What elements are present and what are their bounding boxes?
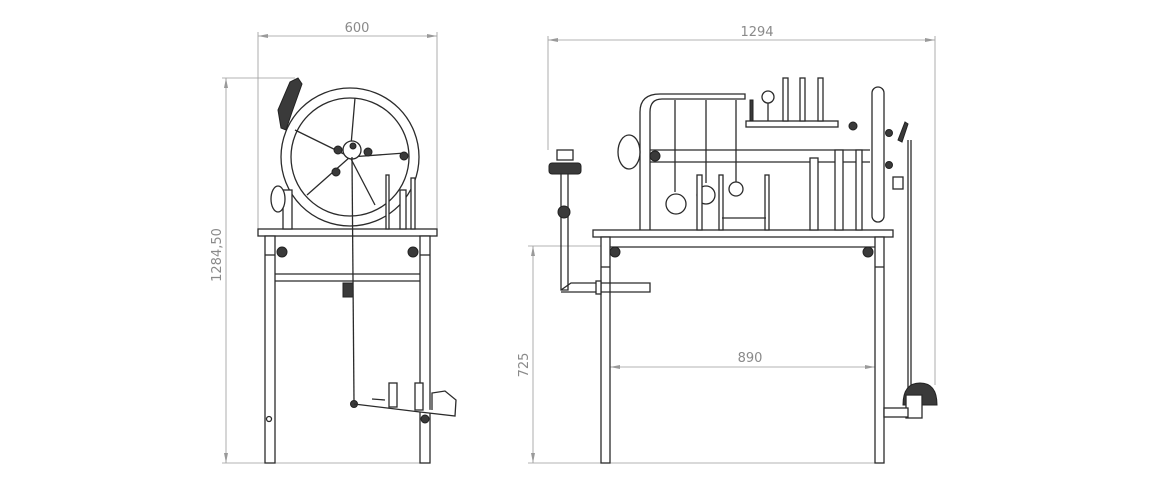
table-height-dimension: 725: [517, 245, 875, 464]
table-leg: [874, 236, 885, 464]
arm-crank: [548, 149, 651, 295]
table-leg: [264, 235, 276, 464]
leg-span-dimension: 890: [610, 351, 875, 369]
handle-manifold: [745, 77, 858, 131]
front-height-label: 1284,50: [210, 228, 225, 282]
table-leg: [600, 236, 611, 464]
table-height-label: 725: [517, 353, 532, 378]
foot-motor: [883, 382, 938, 419]
side-length-label: 1294: [740, 25, 773, 40]
lever-handle: [897, 121, 909, 143]
pendulums: [665, 100, 744, 215]
pedal-rod: [351, 156, 355, 403]
front-width-label: 600: [345, 21, 370, 36]
knob-icon: [609, 246, 621, 258]
lever-handle: [277, 77, 303, 131]
leg-span-label: 890: [738, 351, 763, 366]
table-top: [592, 229, 894, 238]
front-height-dimension: 1284,50: [210, 77, 420, 464]
knob-icon: [276, 246, 288, 258]
side-length-dimension: 1294: [547, 25, 936, 385]
table-leg: [419, 235, 431, 464]
foot-pedal: [350, 382, 457, 424]
knob-icon: [407, 246, 419, 258]
front-view: 600 1284,50: [210, 21, 457, 464]
side-view: 1294 725 890: [517, 25, 938, 464]
overhead-frame: [617, 93, 870, 230]
table-top: [257, 228, 438, 237]
front-width-dimension: 600: [257, 21, 438, 229]
handwheel: [280, 87, 420, 227]
clamp: [342, 282, 354, 298]
knob-icon: [862, 246, 874, 258]
handwheel-side: [871, 86, 885, 223]
